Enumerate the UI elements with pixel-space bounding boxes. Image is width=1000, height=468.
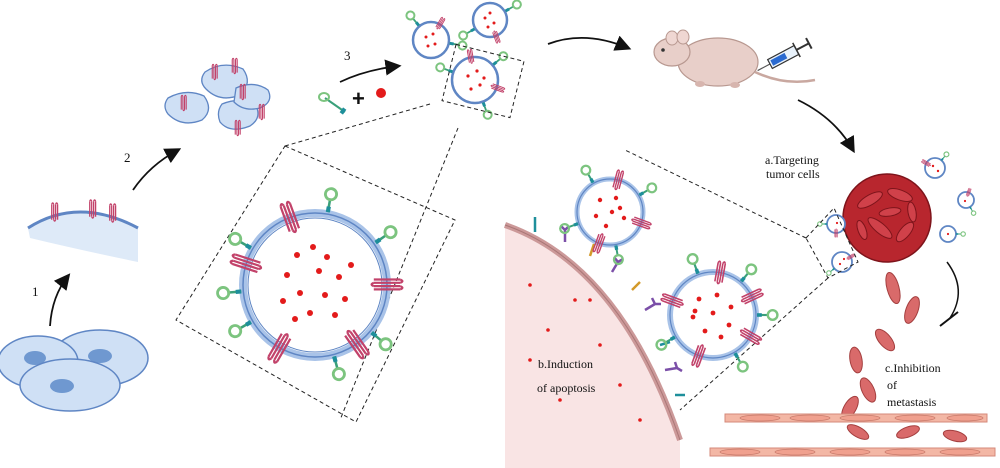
delivery-arrow	[797, 99, 855, 154]
step-3-arrow	[339, 59, 402, 83]
step-1-arrow	[49, 273, 71, 327]
step-2-label: 2	[124, 150, 131, 165]
mouse-icon	[653, 29, 816, 88]
blood-vessel	[709, 413, 996, 457]
docking-exosome-upper	[557, 163, 659, 266]
inhibition-arc	[946, 261, 960, 319]
label-metastasis-line1: c.Inhibition	[885, 361, 941, 375]
tumor-cell-surface	[504, 217, 685, 468]
label-apoptosis-line2: of apoptosis	[537, 381, 596, 395]
label-targeting-line2: tumor cells	[766, 167, 820, 181]
donor-cells	[0, 329, 149, 412]
plus-sign: +	[352, 86, 365, 111]
syringe-icon	[757, 37, 813, 72]
exosome-zoom-inset	[175, 145, 456, 423]
nucleus-icon	[88, 349, 112, 363]
cell-membrane-section	[27, 199, 139, 262]
label-metastasis-line3: metastasis	[887, 395, 937, 409]
step-1-label: 1	[32, 284, 39, 299]
tumor-icon	[842, 173, 932, 263]
label-metastasis-line2: of	[887, 378, 897, 392]
step-3-label: 3	[344, 48, 351, 63]
drug-icon	[376, 88, 386, 98]
targeting-ligand-icon	[318, 92, 347, 115]
label-targeting-line1: a.Targeting	[765, 153, 819, 167]
step-2-arrow	[132, 148, 182, 191]
membrane-fragments	[164, 57, 271, 137]
tumor-exosomes	[817, 150, 978, 277]
label-apoptosis-line1: b.Induction	[538, 357, 593, 371]
inhibition-bar	[939, 311, 959, 327]
engineered-exosomes	[403, 0, 525, 121]
injection-arrow	[547, 35, 632, 51]
docking-exosome-lower	[653, 251, 779, 375]
